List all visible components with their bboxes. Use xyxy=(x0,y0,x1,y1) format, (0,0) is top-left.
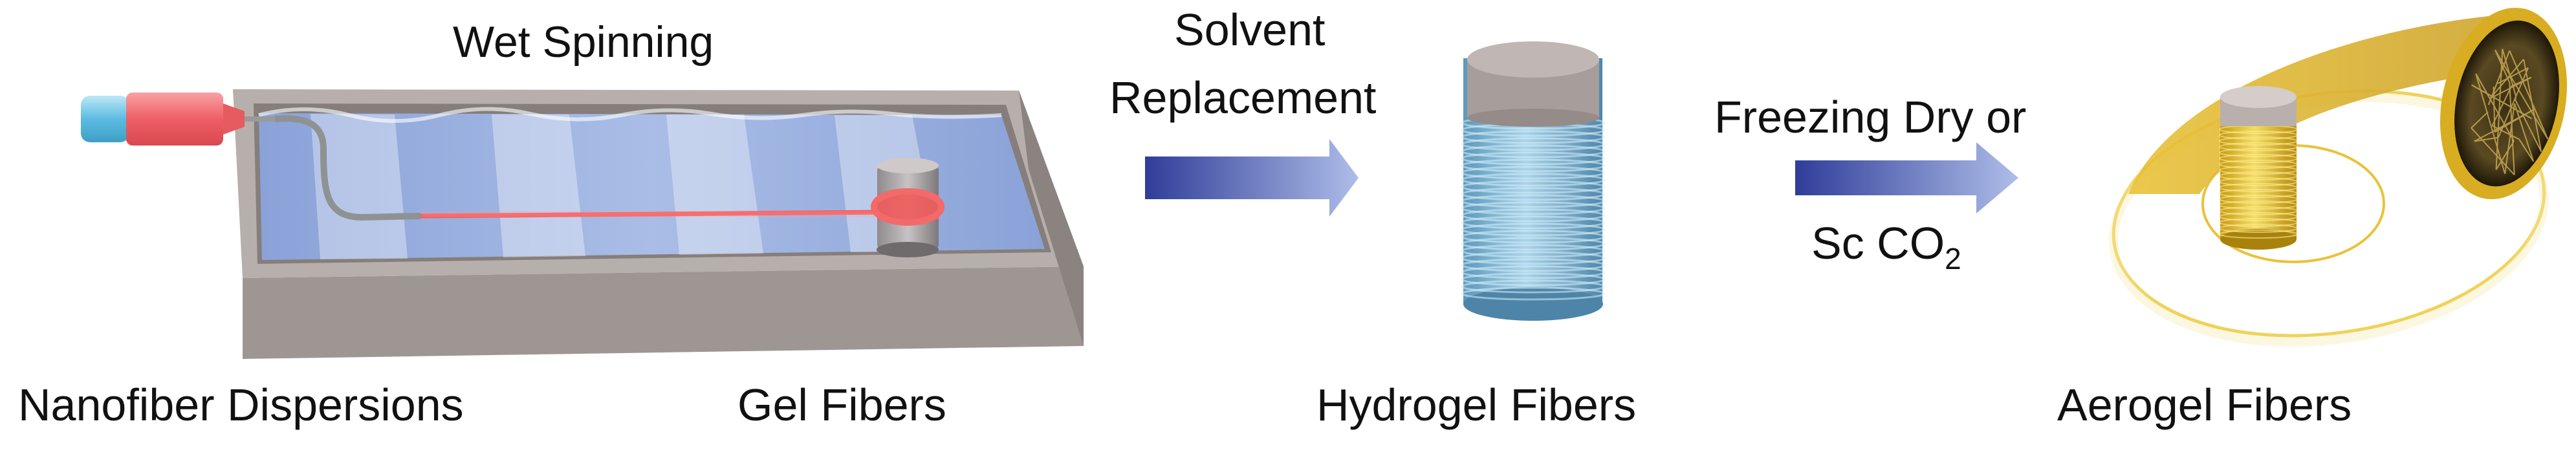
step-solvent-line1: Solvent xyxy=(1174,5,1325,55)
bath-front-face xyxy=(243,266,1084,359)
bobbin-icon xyxy=(2219,86,2298,250)
step-freezing-line2: Sc CO2 xyxy=(1811,218,1961,276)
tubing xyxy=(274,115,421,221)
aerogel-fiber-wraps xyxy=(2219,125,2298,239)
bath-right-face xyxy=(1019,91,1084,346)
collector-roller-icon xyxy=(871,158,944,257)
water-ripple-edge xyxy=(258,107,1002,123)
label-gel-fibers: Gel Fibers xyxy=(737,380,946,430)
step-solvent-line2: Replacement xyxy=(1109,72,1376,123)
label-nanofiber-dispersions: Nanofiber Dispersions xyxy=(18,380,464,430)
label-aerogel-fibers: Aerogel Fibers xyxy=(2057,380,2352,430)
syringe-icon xyxy=(81,92,276,146)
hydrogel-fiber-wraps xyxy=(1461,116,1606,301)
arrow-icon xyxy=(1145,139,1359,217)
step-freezing-line1: Freezing Dry or xyxy=(1714,92,2026,142)
water-surface xyxy=(259,113,1045,260)
spinning-bath xyxy=(233,89,1084,359)
label-hydrogel-fibers: Hydrogel Fibers xyxy=(1316,380,1636,430)
arrow-icon xyxy=(1795,142,2018,213)
fiber-cross-section-icon xyxy=(2440,7,2568,200)
hydrogel-spool-icon xyxy=(1461,41,1606,321)
title-wet-spinning: Wet Spinning xyxy=(453,17,714,67)
